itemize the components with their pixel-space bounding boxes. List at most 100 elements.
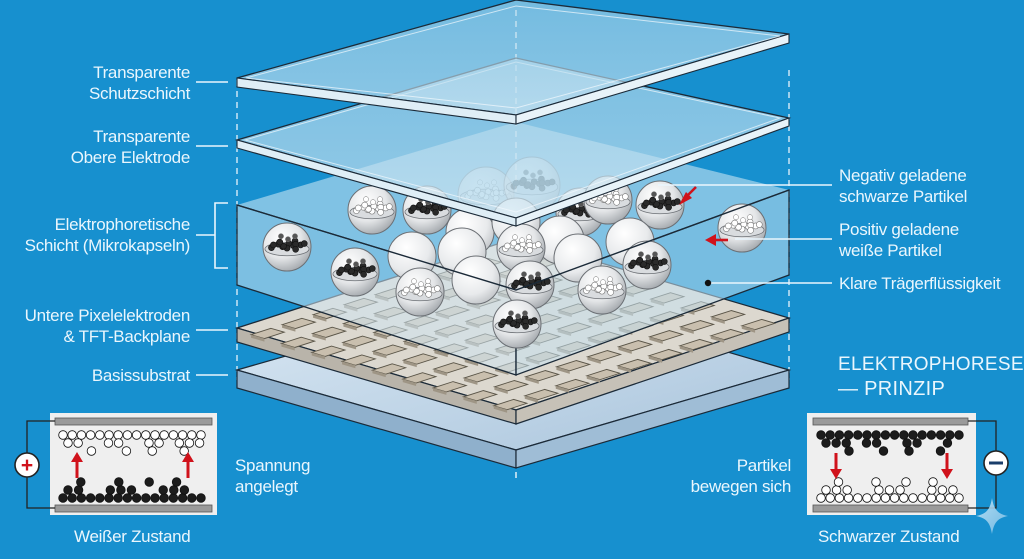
black-particle (821, 438, 831, 448)
pointer-arrows (679, 186, 728, 246)
black-particle (861, 438, 872, 448)
black-particle (141, 493, 151, 503)
white-particle (184, 438, 195, 448)
white-particle (825, 493, 835, 503)
white-state-panel: + (14, 413, 217, 515)
label-weisse-partikel: Positiv geladene weiße Partikel (839, 219, 959, 261)
white-state-side-text: Spannung angelegt (235, 455, 310, 497)
black-particle (935, 446, 946, 456)
black-particle (945, 430, 955, 440)
white-particle (174, 438, 185, 448)
black-particle (159, 493, 169, 503)
side-text-line: bewegen sich (690, 477, 792, 496)
label-line: Elektrophoretische (54, 215, 191, 234)
white-particle (831, 485, 842, 495)
label-line: Obere Elektrode (70, 148, 191, 167)
label-obere-elektrode: Transparente Obere Elektrode (70, 126, 191, 168)
white-particle (103, 438, 114, 448)
plus-sign: + (21, 454, 33, 477)
title-line: — PRINZIP (838, 378, 946, 400)
white-particle (895, 485, 905, 495)
black-state-particles (816, 430, 964, 503)
microcapsule-white (496, 223, 546, 273)
black-particle (841, 438, 851, 448)
label-line: Schicht (Mikrokapseln) (24, 236, 191, 255)
white-particle (86, 446, 97, 456)
white-particle (884, 485, 895, 495)
black-particle (105, 485, 116, 495)
white-particle (880, 493, 891, 503)
black-particle (908, 430, 918, 440)
black-particle (816, 430, 826, 440)
label-line: Transparente (93, 63, 190, 82)
white-particle (122, 430, 133, 440)
black-particle (179, 485, 190, 495)
microcapsule-white (347, 185, 397, 235)
white-particle (196, 430, 206, 440)
side-text-line: Spannung (235, 456, 311, 475)
black-particle (878, 446, 889, 456)
microcapsule-black (622, 240, 672, 290)
label-schwarze-partikel: Negativ geladene schwarze Partikel (839, 165, 967, 207)
white-particle (816, 493, 826, 503)
black-particle (862, 430, 872, 440)
black-particle (85, 493, 96, 503)
white-particle (889, 493, 900, 503)
white-particle (842, 485, 852, 495)
black-particle (844, 446, 854, 456)
white-particle (113, 430, 123, 440)
black-particle (114, 477, 124, 487)
black-particle (126, 485, 137, 495)
black-particle (187, 493, 197, 503)
white-particle (945, 493, 955, 503)
label-line: & TFT-Backplane (63, 327, 190, 346)
black-particle (169, 485, 179, 495)
microcapsule-plain (451, 255, 501, 305)
black-particle (871, 438, 882, 448)
label-elektrophoretische-schicht: Elektrophoretische Schicht (Mikrokapseln… (24, 214, 191, 256)
side-text-line: angelegt (235, 477, 298, 496)
microcapsule-white (717, 203, 767, 253)
black-particle (880, 430, 891, 440)
white-particle (935, 493, 946, 503)
black-particle (825, 430, 835, 440)
black-particle (67, 493, 77, 503)
black-particle (63, 485, 73, 495)
white-particle (95, 430, 105, 440)
black-particle (116, 485, 126, 495)
black-state-side-text: Partikel bewegen sich (690, 455, 792, 497)
upward-arrows (71, 452, 194, 478)
white-particle (917, 493, 927, 503)
black-particle (113, 493, 123, 503)
side-text-line: Partikel (736, 456, 792, 475)
black-particle (871, 430, 881, 440)
black-particle (168, 493, 179, 503)
black-particle (902, 438, 912, 448)
label-line: Negativ geladene (839, 166, 967, 185)
black-particle (76, 477, 86, 487)
white-particle (954, 493, 964, 503)
white-particle (63, 438, 73, 448)
white-particle (194, 438, 205, 448)
label-traegerfluessigkeit: Klare Trägerflüssigkeit (839, 273, 1001, 294)
label-line: Klare Trägerflüssigkeit (839, 274, 1001, 293)
black-particle (831, 438, 841, 448)
positive-terminal-icon (14, 452, 40, 478)
label-line: Positiv geladene (839, 220, 959, 239)
label-line: Untere Pixelelektroden (24, 306, 191, 325)
black-particle (144, 477, 154, 487)
white-particle (901, 477, 911, 487)
white-particle (874, 485, 884, 495)
black-particle (196, 493, 206, 503)
black-state-caption: Schwarzer Zustand (818, 527, 960, 546)
microcapsule-black (262, 222, 312, 272)
black-particle (150, 493, 160, 503)
black-particle (843, 430, 854, 440)
black-particle (104, 493, 114, 503)
white-particle (113, 438, 124, 448)
white-particle (147, 446, 157, 456)
white-particle (908, 493, 918, 503)
label-line: Schutzschicht (89, 84, 190, 103)
white-particle (85, 430, 96, 440)
